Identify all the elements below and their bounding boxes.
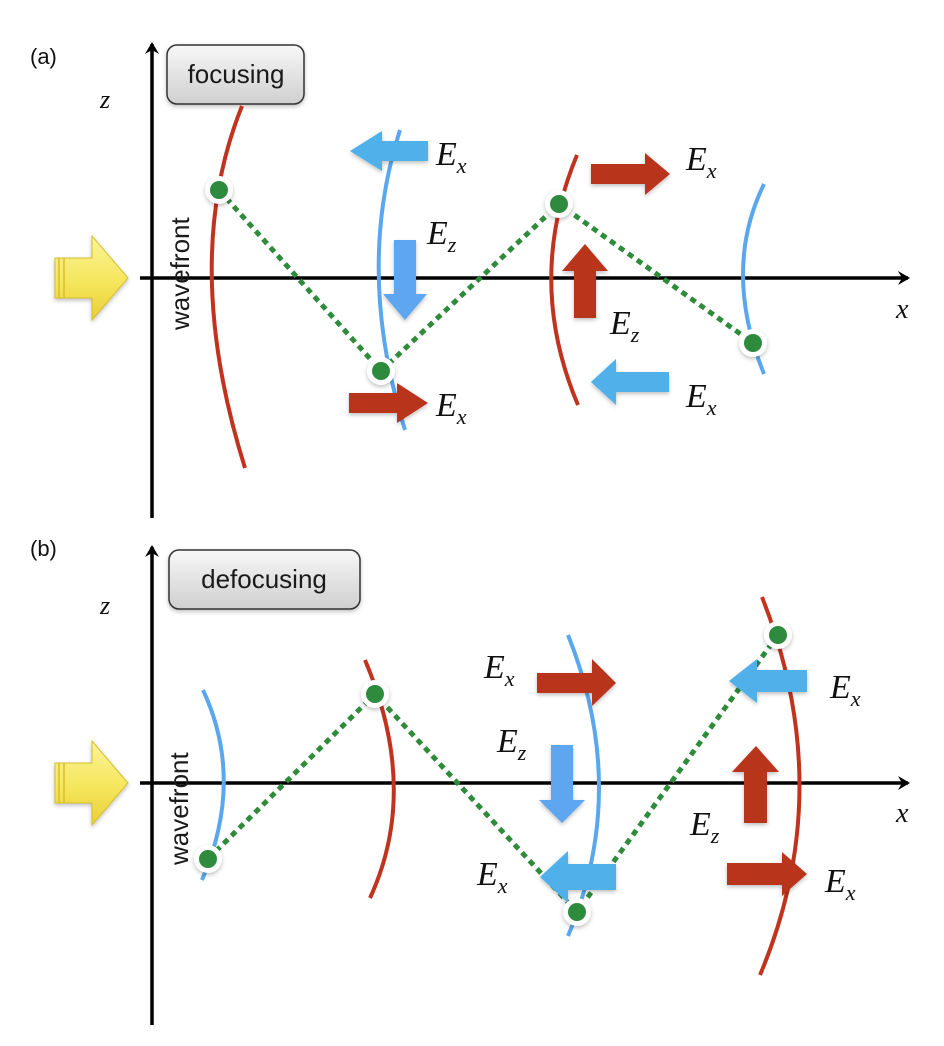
ray-node	[545, 190, 573, 218]
ray-node	[205, 176, 233, 204]
mode-box	[166, 44, 305, 105]
ez-label: Ez	[426, 215, 457, 257]
ex-label: Ex	[435, 387, 467, 429]
ray-node	[563, 898, 591, 926]
ez-arrow-down-icon	[383, 240, 427, 320]
ex-label: Ex	[829, 669, 861, 711]
ex-arrow-left-icon	[540, 851, 616, 903]
ex-label: Ex	[483, 649, 515, 691]
mode-box	[168, 549, 361, 610]
ez-label: Ez	[689, 806, 720, 848]
ex-label: Ex	[685, 378, 717, 420]
ez-label: Ez	[496, 723, 527, 765]
ex-arrow-right-icon	[349, 383, 428, 423]
x-axis-label: x	[895, 798, 909, 829]
ray-node	[739, 329, 767, 357]
ray-node	[194, 845, 222, 873]
panel-b-label: (b)	[30, 536, 57, 561]
z-axis-label: z	[99, 85, 110, 114]
ez-arrow-up-icon	[562, 244, 608, 318]
mode-label: defocusing	[201, 564, 327, 594]
incident-wave-arrow-icon	[54, 739, 129, 827]
ray-node	[367, 357, 395, 385]
wavefront-red	[209, 105, 247, 469]
wavefront-blue	[376, 129, 407, 431]
panel-b: (b) z x defocusing wavefront	[30, 536, 910, 1025]
mode-label: focusing	[188, 59, 285, 89]
ez-arrow-down-icon	[539, 745, 585, 823]
ray-node	[361, 680, 389, 708]
ex-label: Ex	[435, 136, 467, 178]
ez-arrow-up-icon	[732, 746, 779, 823]
panel-a: (a) z x focusing wavefront	[30, 42, 910, 518]
ex-label: Ex	[685, 141, 717, 183]
wavefront-red	[549, 154, 580, 406]
ex-label: Ex	[824, 863, 856, 905]
ex-arrow-right-icon	[537, 659, 616, 706]
ex-arrow-right-icon	[727, 852, 807, 896]
panel-a-label: (a)	[30, 44, 57, 69]
ez-label: Ez	[609, 305, 640, 347]
x-axis-label: x	[895, 294, 909, 325]
wavefront-label: wavefront	[164, 752, 194, 866]
z-axis-label: z	[99, 591, 110, 620]
incident-wave-arrow-icon	[54, 234, 129, 322]
ray-node	[764, 621, 792, 649]
ex-arrow-left-icon	[729, 659, 807, 703]
ex-arrow-right-icon	[591, 153, 670, 195]
ex-label: Ex	[476, 856, 508, 898]
wavefront-label: wavefront	[165, 217, 195, 331]
ray-path	[217, 188, 755, 375]
ex-arrow-left-icon	[591, 359, 669, 405]
ex-arrow-left-icon	[350, 131, 428, 171]
